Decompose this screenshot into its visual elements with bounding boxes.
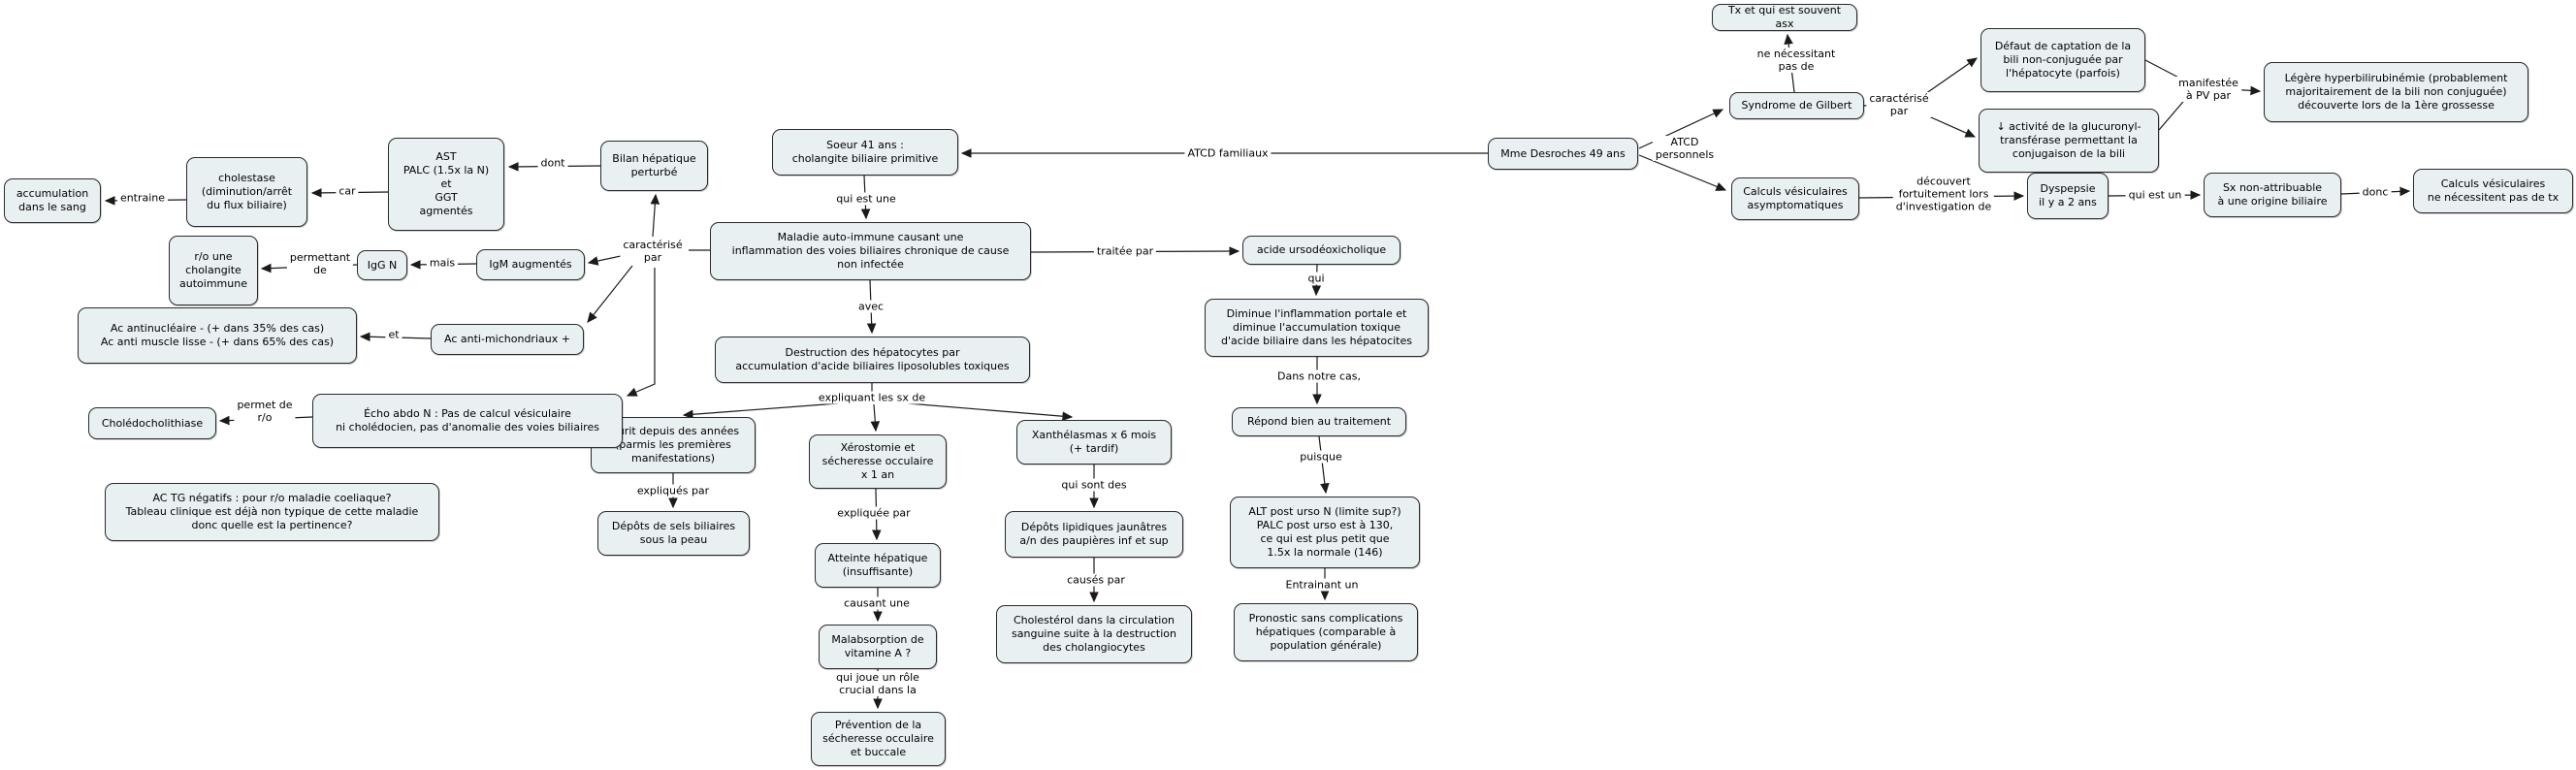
node-glucuronyl-transferase[interactable]: ↓ activité de la glucuronyl- transférase… [1979, 109, 2159, 173]
link-label-qui-est-une: qui est une [833, 192, 899, 206]
link-label-causant-une: causant une [841, 596, 913, 610]
link-label-caracterise-par-gauche: caractérisé par [620, 239, 686, 264]
node-syndrome-gilbert[interactable]: Syndrome de Gilbert [1729, 92, 1864, 119]
link-label-qui-est-un: qui est un [2125, 188, 2185, 202]
node-xerostomie[interactable]: Xérostomie et sécheresse occulaire x 1 a… [809, 434, 947, 489]
link-label-qui-joue-un-role: qui joue un rôle crucial dans la [833, 671, 922, 696]
link-label-avec: avec [854, 300, 887, 313]
node-bilan-hepatique[interactable]: Bilan hépatique perturbé [600, 141, 708, 191]
node-defaut-captation[interactable]: Défaut de captation de la bili non-conju… [1980, 28, 2145, 92]
link-label-donc: donc [2359, 185, 2392, 199]
link-label-expliquee-par: expliquée par [834, 506, 914, 520]
link-label-decouvert-fortuitement: découvert fortuitement lors d'investigat… [1892, 175, 1995, 213]
edge-caracterise-igm [587, 255, 622, 266]
edge-expliquant-xanthelasmas [907, 402, 1074, 421]
node-ast-palc-ggt[interactable]: AST PALC (1.5x la N) et GGT agmentés [388, 138, 504, 231]
edge-caracterise-ac-mito [587, 265, 633, 323]
node-ac-antinucleaire[interactable]: Ac antinucléaire - (+ dans 35% des cas) … [78, 307, 357, 364]
node-repond-traitement[interactable]: Répond bien au traitement [1232, 407, 1406, 436]
link-label-permet-de-ro: permet de r/o [234, 399, 296, 424]
link-label-entrainant-un: Entrainant un [1282, 578, 1362, 592]
link-label-expliquant-les-sx-de: expliquant les sx de [815, 391, 929, 404]
node-diminue-inflammation[interactable]: Diminue l'inflammation portale et diminu… [1205, 299, 1429, 357]
node-atteinte-hepatique[interactable]: Atteinte hépatique (insuffisante) [815, 543, 941, 588]
edge-repond-alt [1318, 435, 1330, 495]
edge-caracterise-bilan [650, 193, 660, 238]
node-ac-tg-negatifs[interactable]: AC TG négatifs : pour r/o maladie coelia… [105, 483, 439, 541]
node-xanthelasmas[interactable]: Xanthélasmas x 6 mois (+ tardif) [1016, 420, 1172, 465]
node-alt-palc-post-urso[interactable]: ALT post urso N (limite sup?) PALC post … [1230, 497, 1420, 568]
link-label-et: et [385, 328, 402, 341]
node-calculs-pas-de-tx[interactable]: Calculs vésiculaires ne nécessitent pas … [2413, 169, 2573, 213]
node-legere-hyperbilirubinemie[interactable]: Légère hyperbilirubinémie (probablement … [2264, 62, 2528, 122]
node-depots-sels-biliaires[interactable]: Dépôts de sels biliaires sous la peau [597, 511, 750, 556]
link-label-atcd-personnels: ATCD personnels [1652, 136, 1718, 161]
link-label-permettant-de: permettant de [286, 251, 354, 276]
node-malabsorption-vitamine-a[interactable]: Malabsorption de vitamine A ? [819, 625, 937, 669]
link-label-ne-necessitant-pas-de: ne nécessitant pas de [1754, 48, 1839, 73]
node-soeur[interactable]: Soeur 41 ans : cholangite biliaire primi… [772, 129, 958, 176]
link-label-qui: qui [1304, 272, 1328, 285]
node-choledocholithiase[interactable]: Cholédocholithiase [88, 407, 216, 439]
edge-expliquant-prurit [682, 402, 839, 420]
node-maladie-autoimmune[interactable]: Maladie auto-immune causant une inflamma… [710, 222, 1031, 280]
edge-expliquant-xerostomie [870, 403, 881, 433]
node-ro-cholangite-autoimmune[interactable]: r/o une cholangite autoimmune [169, 236, 258, 305]
node-acide-ursodeoxicholique[interactable]: acide ursodéoxicholique [1242, 236, 1401, 265]
node-igm-augmentes[interactable]: IgM augmentés [476, 249, 585, 280]
node-sx-non-attribuable[interactable]: Sx non-attribuable à une origine biliair… [2204, 173, 2341, 217]
link-label-caracterise-par-droite: caractérisé par [1866, 92, 1932, 117]
link-label-traitee-par: traitée par [1093, 244, 1157, 258]
link-label-causes-par: causés par [1064, 573, 1128, 587]
node-dyspepsie[interactable]: Dyspepsie il y a 2 ans [2027, 173, 2109, 219]
node-depots-lipidiques[interactable]: Dépôts lipidiques jaunâtres a/n des paup… [1005, 511, 1183, 558]
link-label-manifestee-a-pv-par: manifestée à PV par [2175, 77, 2241, 102]
link-label-entraine: entraine [116, 191, 169, 205]
node-accumulation-sang[interactable]: accumulation dans le sang [4, 178, 101, 223]
link-label-puisque: puisque [1297, 450, 1345, 464]
node-destruction-hepatocytes[interactable]: Destruction des hépatocytes par accumula… [715, 337, 1030, 383]
node-cholestase[interactable]: cholestase (diminution/arrêt du flux bil… [186, 157, 307, 227]
node-tx-souvent-asx[interactable]: Tx et qui est souvent asx [1712, 4, 1857, 31]
link-label-mais: mais [426, 256, 459, 270]
link-label-dans-notre-cas: Dans notre cas, [1274, 369, 1364, 383]
node-prevention-secheresse[interactable]: Prévention de la sécheresse occulaire et… [811, 712, 946, 766]
link-label-car: car [336, 184, 359, 198]
node-echo-abdo[interactable]: Écho abdo N : Pas de calcul vésiculaire … [312, 394, 623, 448]
link-label-expliques-par: expliqués par [633, 484, 713, 497]
edge-caracterise-defaut [1921, 57, 1978, 97]
link-label-dont: dont [537, 156, 568, 170]
node-cholesterol-circulation[interactable]: Cholestérol dans la circulation sanguine… [996, 605, 1192, 663]
node-ac-antimitochondriaux[interactable]: Ac anti-michondriaux + [431, 324, 584, 355]
edge-caracterise-glucuronyl [1921, 112, 1977, 138]
link-label-qui-sont-des: qui sont des [1058, 478, 1130, 492]
edge-mme-calculs-asx [1638, 154, 1727, 191]
node-pronostic[interactable]: Pronostic sans complications hépatiques … [1234, 603, 1418, 661]
link-label-atcd-familiaux: ATCD familiaux [1184, 146, 1272, 160]
node-mme-desroches[interactable]: Mme Desroches 49 ans [1488, 138, 1638, 170]
node-igg-n[interactable]: IgG N [357, 250, 407, 280]
node-calculs-asymptomatiques[interactable]: Calculs vésiculaires asymptomatiques [1731, 177, 1859, 220]
edge-caracterise-echo [626, 268, 656, 397]
